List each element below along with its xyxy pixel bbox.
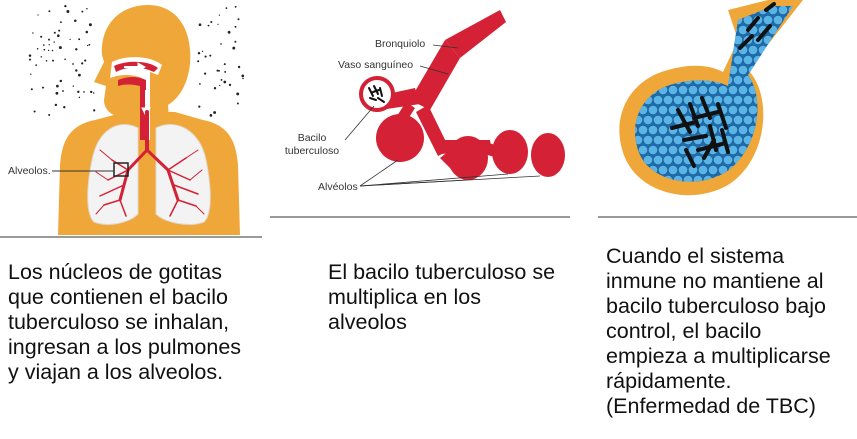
divider-1 [0, 236, 262, 238]
panel-inhalation: Alveolos. [0, 0, 262, 235]
alveoli-label-2: Alvéolos [318, 181, 358, 193]
alveoli-label: Alveolos. [8, 165, 51, 177]
bronchiole-illustration: Bronquiolo Vaso sanguíneo Bacilo tubercu… [285, 10, 565, 193]
bacillus-label-line1: Bacilo [298, 132, 327, 144]
bacilli [368, 85, 385, 103]
droplet-nuclei [28, 4, 245, 117]
blood-vessel-label: Vaso sanguíneo [338, 59, 413, 71]
leader-lines [344, 44, 541, 187]
caption-3: Cuando el sistema inmune no mantiene al … [606, 244, 831, 418]
bacillus-label-line2: tuberculoso [285, 145, 339, 157]
panel-multiplication: Bronquiolo Vaso sanguíneo Bacilo tubercu… [270, 0, 570, 218]
alveolus-closeup-illustration [619, 0, 803, 196]
left-lung [87, 124, 139, 225]
panel-disease [598, 0, 857, 218]
respiratory-illustration: Alveolos. [8, 4, 245, 235]
caption-1: Los núcleos de gotitas que contienen el … [8, 260, 242, 384]
alveoli [376, 114, 565, 180]
bacilli-cluster [670, 2, 776, 168]
bronchial-tree [95, 110, 205, 217]
caption-2: El bacilo tuberculoso se multiplica en l… [328, 260, 556, 334]
divider-3 [598, 216, 857, 218]
bronchiole-label: Bronquiolo [375, 38, 425, 50]
divider-2 [270, 216, 570, 218]
right-lung [155, 124, 211, 225]
alveoli-zoom-box [113, 162, 129, 177]
